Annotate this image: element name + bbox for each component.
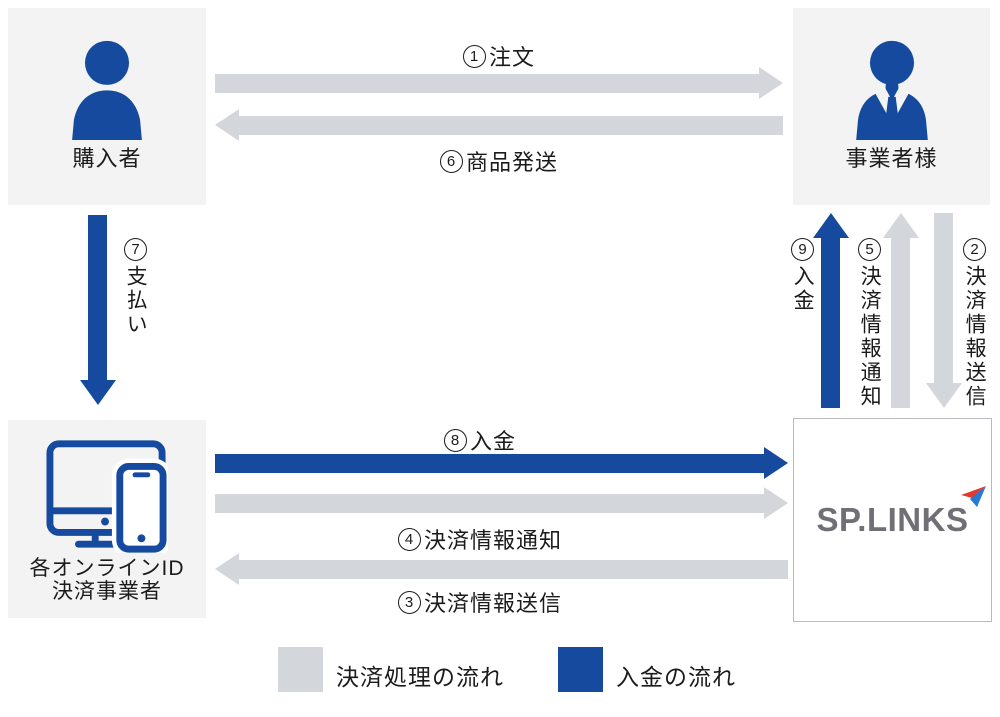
send-bottom-flow-number: 3 xyxy=(397,590,421,614)
send-right-flow-number: 2 xyxy=(963,238,987,261)
person-icon xyxy=(72,40,142,140)
arrow-shaft xyxy=(88,215,107,380)
arrow-shaft xyxy=(934,213,953,383)
send-right-flow-label: 2 決済情報送信 xyxy=(963,238,986,409)
deposit-right-flow-label: 9 入金 xyxy=(791,238,814,313)
buyer-label: 購入者 xyxy=(72,146,142,171)
splinks-logo-mark-icon xyxy=(961,486,987,507)
shipping-arrow xyxy=(215,109,783,141)
shipping-flow-number: 6 xyxy=(439,149,463,173)
arrow-shaft xyxy=(821,238,840,408)
notify-right-flow-label: 5 決済情報通知 xyxy=(858,238,881,409)
legend-processing-label: 決済処理の流れ xyxy=(336,664,504,690)
notify-bottom-flow-text: 決済情報通知 xyxy=(423,528,562,553)
shipping-flow-label: 6 商品発送 xyxy=(215,145,783,177)
deposit-bottom-flow-number: 8 xyxy=(443,428,467,452)
deposit-bottom-flow-text: 入金 xyxy=(469,429,516,454)
splinks-logo-text: SP.LINKS xyxy=(816,501,969,538)
send-bottom-arrow xyxy=(215,553,788,585)
arrow-shaft xyxy=(239,115,783,135)
arrow-shaft xyxy=(215,73,759,93)
arrow-head xyxy=(759,67,783,99)
pay-flow-label: 7 支払い xyxy=(124,238,147,337)
notify-right-arrow xyxy=(882,213,919,408)
legend-deposit-swatch xyxy=(558,647,603,692)
arrow-shaft xyxy=(215,453,764,473)
send-bottom-flow-label: 3 決済情報送信 xyxy=(215,586,745,618)
send-right-arrow xyxy=(925,213,962,408)
merchant-label: 事業者様 xyxy=(845,146,938,171)
legend-deposit-label: 入金の流れ xyxy=(616,664,736,690)
splinks-node: SP.LINKS xyxy=(793,418,992,622)
pay-flow-number: 7 xyxy=(124,238,148,261)
arrow-shaft xyxy=(239,559,788,579)
order-flow-number: 1 xyxy=(462,44,486,68)
arrow-head xyxy=(812,213,849,238)
order-arrow xyxy=(215,67,783,99)
notify-bottom-arrow xyxy=(215,487,788,519)
provider-node: 各オンラインID 決済事業者 xyxy=(8,420,206,618)
deposit-right-arrow xyxy=(812,213,849,408)
devices-icon xyxy=(46,440,168,553)
business-person-icon xyxy=(855,40,928,140)
arrow-head xyxy=(925,383,962,408)
order-flow-label: 1 注文 xyxy=(215,40,783,72)
arrow-head xyxy=(764,487,788,519)
deposit-bottom-arrow xyxy=(215,447,788,479)
notify-bottom-flow-number: 4 xyxy=(397,527,421,551)
arrow-head xyxy=(764,447,788,479)
splinks-logo: SP.LINKS xyxy=(816,486,987,539)
legend-processing-swatch xyxy=(278,647,323,692)
shipping-flow-text: 商品発送 xyxy=(465,150,558,175)
send-right-flow-text: 決済情報送信 xyxy=(963,265,987,409)
pay-arrow xyxy=(79,215,116,405)
deposit-right-flow-text: 入金 xyxy=(791,265,815,313)
arrow-head xyxy=(215,553,239,585)
provider-label-line1: 各オンラインID xyxy=(29,557,185,580)
deposit-right-flow-number: 9 xyxy=(791,238,815,261)
notify-right-flow-text: 決済情報通知 xyxy=(858,265,882,409)
deposit-bottom-flow-label: 8 入金 xyxy=(215,424,745,456)
buyer-node: 購入者 xyxy=(8,8,206,205)
arrow-shaft xyxy=(891,238,910,408)
arrow-head xyxy=(882,213,919,238)
arrow-shaft xyxy=(215,493,764,513)
order-flow-text: 注文 xyxy=(488,45,535,70)
pay-flow-text: 支払い xyxy=(124,265,148,337)
send-bottom-flow-text: 決済情報送信 xyxy=(423,591,562,616)
notify-bottom-flow-label: 4 決済情報通知 xyxy=(215,523,745,555)
merchant-node: 事業者様 xyxy=(793,8,990,205)
arrow-head xyxy=(215,109,239,141)
provider-label-line2: 決済事業者 xyxy=(52,580,162,603)
notify-right-flow-number: 5 xyxy=(858,238,882,261)
arrow-head xyxy=(79,380,116,405)
provider-label: 各オンラインID 決済事業者 xyxy=(30,557,185,603)
